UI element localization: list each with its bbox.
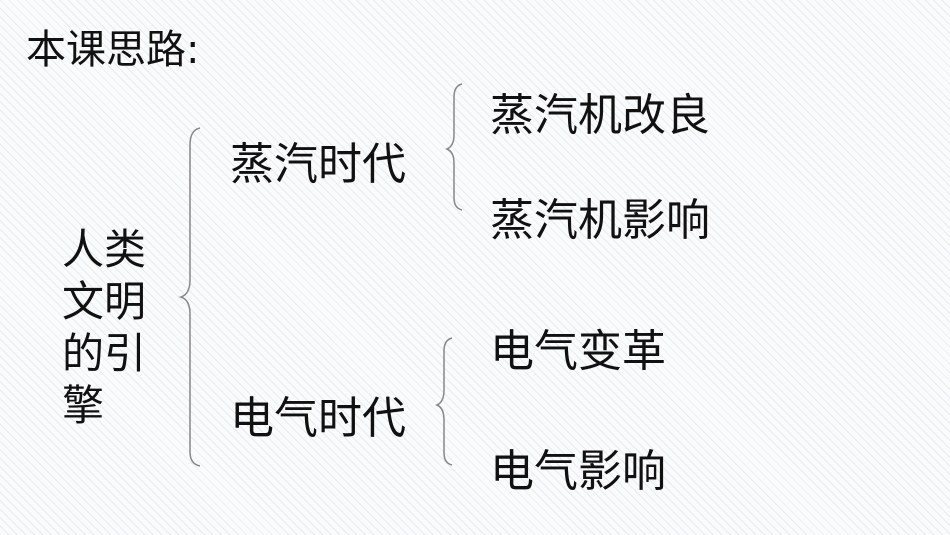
root-brace-icon xyxy=(178,127,201,467)
branch-steam-age: 蒸汽时代 xyxy=(230,139,406,190)
root-node: 人类文明的引擎 xyxy=(62,225,147,430)
leaf-electric-impact: 电气影响 xyxy=(490,446,666,497)
slide-title: 本课思路: xyxy=(26,27,200,73)
leaf-electric-revolution: 电气变革 xyxy=(490,326,666,377)
leaf-steam-engine-improvement: 蒸汽机改良 xyxy=(490,90,710,141)
steam-brace-icon xyxy=(445,83,463,211)
electric-brace-icon xyxy=(435,337,453,466)
branch-electric-age: 电气时代 xyxy=(230,393,406,444)
leaf-steam-engine-impact: 蒸汽机影响 xyxy=(490,195,710,246)
